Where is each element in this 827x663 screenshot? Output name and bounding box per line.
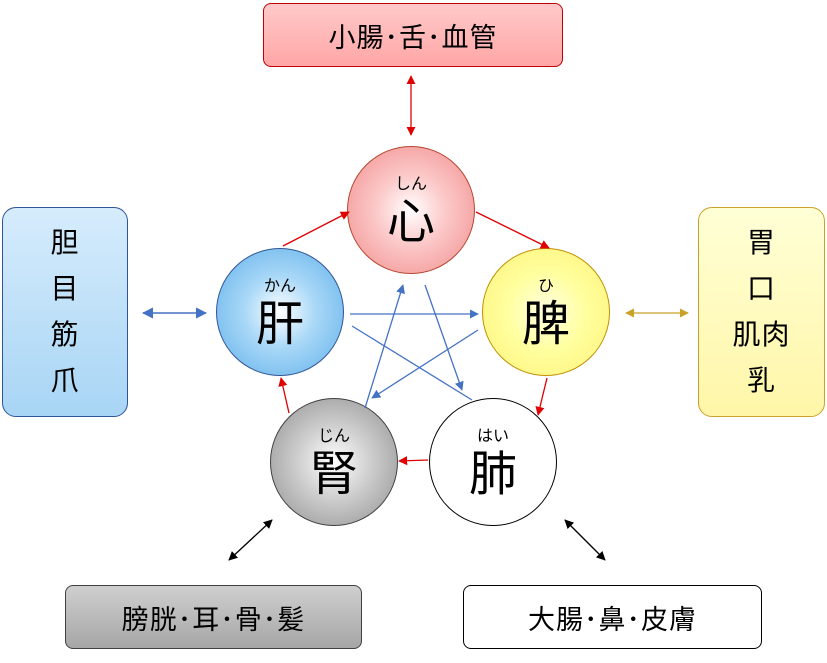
liver-label: 肝 [255, 296, 304, 352]
lung-node: はい 肺 [429, 398, 557, 526]
heart-node: しん 心 [347, 146, 475, 274]
kidney-to-liver-arrow [278, 377, 290, 414]
lung-to-liver-arrow [351, 325, 473, 401]
spleen-related-item: 肌肉 [732, 318, 791, 351]
spleen-to-kidney-arrow [371, 329, 479, 399]
kidney-to-heart-arrow [364, 284, 405, 409]
liver-related-item: 爪 [50, 364, 80, 397]
liver-related-box: 胆 目 筋 爪 [2, 207, 128, 417]
lung-to-kidney-arrow [398, 456, 429, 466]
liver-related-item: 胆 [50, 226, 80, 259]
kidney-node: じん 腎 [270, 398, 398, 526]
liver-reading: かん [263, 276, 296, 295]
lung-related-box: 大腸･鼻･皮膚 [463, 585, 762, 649]
liver-to-heart-arrow [282, 211, 350, 247]
kidney-reading: じん [317, 426, 350, 445]
heart-label: 心 [386, 194, 435, 250]
kidney-related-box: 膀胱･耳･骨･髪 [65, 585, 362, 649]
spleen-to-lung-arrow [535, 377, 548, 416]
lung-related-label: 大腸･鼻･皮膚 [528, 604, 697, 636]
liver-related-item: 目 [50, 272, 80, 305]
spleen-related-item: 乳 [746, 364, 776, 397]
lung-reading: はい [476, 426, 509, 445]
spleen-node: ひ 脾 [482, 248, 610, 376]
heart-reading: しん [394, 174, 427, 193]
spleen-related-box: 胃 口 肌肉 乳 [698, 207, 825, 417]
liver-node: かん 肝 [216, 248, 344, 376]
lung-box-link-arrow [564, 519, 606, 561]
heart-to-spleen-arrow [475, 211, 550, 249]
lung-label: 肺 [468, 446, 517, 502]
heart-to-lung-arrow [424, 284, 464, 391]
spleen-related-item: 胃 [746, 226, 776, 259]
spleen-related-item: 口 [746, 272, 776, 305]
heart-related-label: 小腸･舌･血管 [328, 22, 498, 54]
liver-related-item: 筋 [50, 318, 80, 351]
heart-related-box: 小腸･舌･血管 [263, 3, 563, 67]
kidney-box-link-arrow [228, 519, 273, 561]
spleen-reading: ひ [537, 276, 554, 295]
kidney-related-label: 膀胱･耳･骨･髪 [121, 604, 306, 636]
kidney-label: 腎 [309, 446, 358, 502]
spleen-label: 脾 [521, 296, 570, 352]
